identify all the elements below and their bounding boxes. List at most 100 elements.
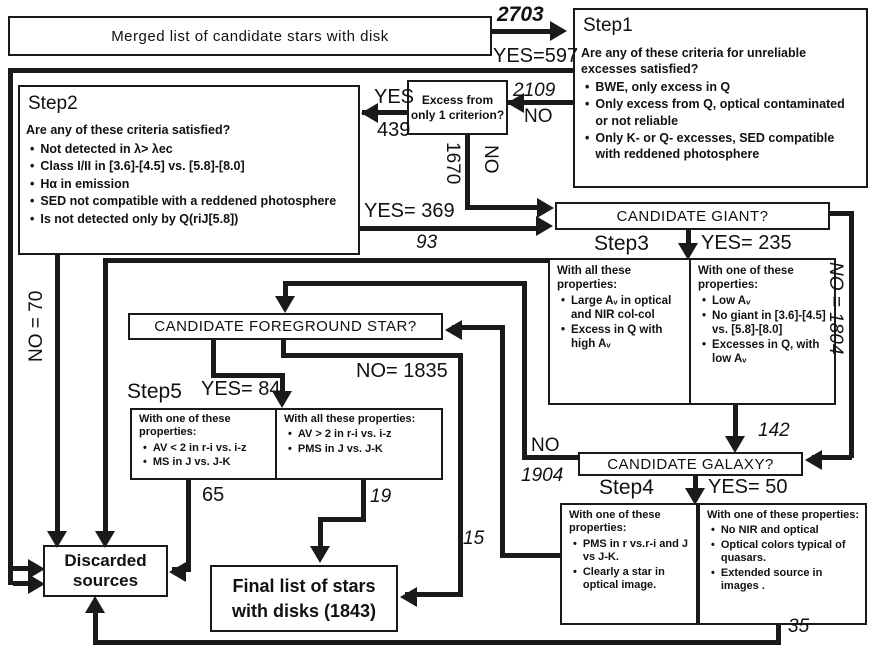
step4-left-bullet: Clearly a star in optical image. xyxy=(582,565,665,592)
connector-giant-no-v xyxy=(849,211,854,458)
step2-bullet: Hα in emission xyxy=(40,176,130,191)
step3-right-bullet: Low Aᵥ xyxy=(712,295,751,308)
edge-label-19: 19 xyxy=(370,486,392,507)
edge-label-93: 93 xyxy=(416,232,438,253)
step3-left-bullet: Large Aᵥ in optical and NIR col-col xyxy=(571,295,672,322)
step1-bullet: Only excess from Q, optical contaminated… xyxy=(595,97,845,128)
final-list-label: Final list of stars with disks (1843) xyxy=(231,576,377,621)
edge-label-1904: 1904 xyxy=(521,465,564,486)
connector-into-discarded-left1 xyxy=(13,566,33,571)
node-candidate-giant: CANDIDATE GIANT? xyxy=(555,202,830,230)
excess-question-label: Excess from only 1 criterion? xyxy=(410,92,505,122)
step1-bullet: Only K- or Q- excesses, SED compatible w… xyxy=(595,130,835,162)
connector-galaxy-no-h1 xyxy=(522,455,578,460)
connector-step4-right-v1 xyxy=(776,625,781,643)
node-step3-right: With one of these properties: Low Aᵥ No … xyxy=(689,258,836,405)
candidate-foreground-star-label: CANDIDATE FOREGROUND STAR? xyxy=(154,318,417,335)
node-candidate-galaxy: CANDIDATE GALAXY? xyxy=(578,452,803,476)
step2-intro: Are any of these criteria satisfied? xyxy=(26,123,231,138)
connector-fgstar-no-v2 xyxy=(458,353,463,597)
node-step2: Step2 Are any of these criteria satisfie… xyxy=(18,85,360,255)
connector-fgstar-no-h1 xyxy=(281,353,463,358)
step3-right-intro: With one of these properties: xyxy=(698,265,794,292)
arrowhead-into-giant-2 xyxy=(536,216,553,236)
step5-left-bullet: MS in J vs. J-K xyxy=(152,456,231,469)
edge-label-yes235: YES= 235 xyxy=(701,232,792,254)
edge-label-yes369: YES= 369 xyxy=(364,200,455,222)
connector-step4-left-v xyxy=(500,325,505,558)
step4-right-bullet: Extended source in images . xyxy=(720,566,823,593)
edge-label-439: 439 xyxy=(377,119,411,141)
arrowhead-into-step2 xyxy=(361,103,378,123)
connector-fgstar-no-v1 xyxy=(281,340,286,358)
arrowhead-into-giant-1 xyxy=(537,198,554,218)
step1-title: Step1 xyxy=(583,15,633,36)
step3-right-bullet: Excesses in Q, with low Aᵥ xyxy=(712,339,820,366)
step1-bullet: BWE, only excess in Q xyxy=(595,80,731,95)
arrowhead-into-step5 xyxy=(272,391,292,408)
arrowhead-into-step4 xyxy=(685,488,705,505)
arrowhead-into-excess xyxy=(507,93,524,113)
connector-giant-no-h1 xyxy=(830,211,854,216)
node-step3-left: With all these properties: Large Aᵥ in o… xyxy=(548,258,691,405)
step3-right-bullet: No giant in [3.6]-[4.5] vs. [5.8]-[8.0] xyxy=(712,310,826,337)
step4-right-bullet: No NIR and optical xyxy=(720,524,819,537)
edge-label-yes597: YES=597 xyxy=(493,45,579,67)
step1-intro: Are any of these criteria for unreliable… xyxy=(581,45,807,76)
step2-bullet: Is not detected only by Q(riJ[5.8]) xyxy=(40,211,239,226)
connector-fgstar-yes-h xyxy=(211,373,285,378)
edge-label-no1804: NO = 1804 xyxy=(825,262,846,355)
connector-step1-yes-v xyxy=(8,68,13,585)
connector-step4-right-v2 xyxy=(93,603,98,643)
step5-right-bullet: PMS in J vs. J-K xyxy=(297,442,383,455)
edge-label-yes-439: YES xyxy=(374,86,415,108)
arrowhead-into-discarded-left2 xyxy=(28,574,45,594)
connector-step5-right-v2 xyxy=(318,517,323,549)
connector-step4-left-h2 xyxy=(452,325,505,330)
node-step1: Step1 Are any of these criteria for unre… xyxy=(573,8,868,188)
arrowhead-into-discarded-bottom xyxy=(85,596,105,613)
connector-step2-yes xyxy=(360,226,540,231)
step5-left-bullet: AV < 2 in r-i vs. i-z xyxy=(152,441,247,454)
edge-label-yes50: YES= 50 xyxy=(708,476,788,498)
edge-label-65: 65 xyxy=(202,484,225,506)
candidate-galaxy-label: CANDIDATE GALAXY? xyxy=(607,455,774,473)
connector-galaxy-yes xyxy=(693,476,698,498)
connector-step3-left-h xyxy=(103,258,548,263)
node-final-list: Final list of stars with disks (1843) xyxy=(210,565,398,632)
step2-bullet: SED not compatible with a reddened photo… xyxy=(40,194,337,209)
step5-left-intro: With one of these properties: xyxy=(139,413,231,439)
connector-galaxy-no-h2 xyxy=(283,281,527,286)
connector-step1-no xyxy=(508,100,573,105)
node-step4-right: With one of these properties: No NIR and… xyxy=(698,503,867,625)
connector-fgstar-yes-v1 xyxy=(211,340,216,378)
edge-label-2703: 2703 xyxy=(497,3,544,26)
step4-left-bullet: PMS in r vs.r-i and J vs J-K. xyxy=(582,537,688,564)
node-discarded-sources: Discarded sources xyxy=(43,545,168,597)
step4-right-intro: With one of these properties: xyxy=(707,509,860,521)
step3-left-intro: With all these properties: xyxy=(557,265,632,292)
arrowhead-into-step3 xyxy=(678,243,698,260)
edge-label-1670: 1670 xyxy=(442,142,463,185)
connector-giant-yes xyxy=(686,230,691,250)
connector-step2-no xyxy=(55,255,60,538)
step4-left-intro: With one of these properties: xyxy=(569,509,661,535)
step2-title: Step2 xyxy=(28,93,78,114)
node-step4-left: With one of these properties: PMS in r v… xyxy=(560,503,698,625)
arrowhead-into-final-right xyxy=(400,587,417,607)
connector-into-discarded-left2 xyxy=(13,581,33,586)
node-step5-left: With one of these properties: AV < 2 in … xyxy=(130,408,277,480)
node-candidate-foreground-star: CANDIDATE FOREGROUND STAR? xyxy=(128,313,443,340)
node-step5-right: With all these properties: AV > 2 in r-i… xyxy=(275,408,443,480)
connector-bottom-loop xyxy=(93,640,781,645)
discarded-sources-label: Discarded sources xyxy=(64,550,147,590)
connector-step5-right-v1 xyxy=(361,480,366,522)
arrowhead-into-fgstar-top xyxy=(275,296,295,313)
connector-step3-right-out xyxy=(733,405,738,443)
connector-giant-no-h2 xyxy=(812,455,852,460)
step5-step-label: Step5 xyxy=(127,380,182,403)
step2-bullet: Not detected in λ> λec xyxy=(40,141,173,156)
edge-label-no-1670: NO xyxy=(480,145,501,174)
edge-label-yes84: YES= 84 xyxy=(201,378,281,400)
